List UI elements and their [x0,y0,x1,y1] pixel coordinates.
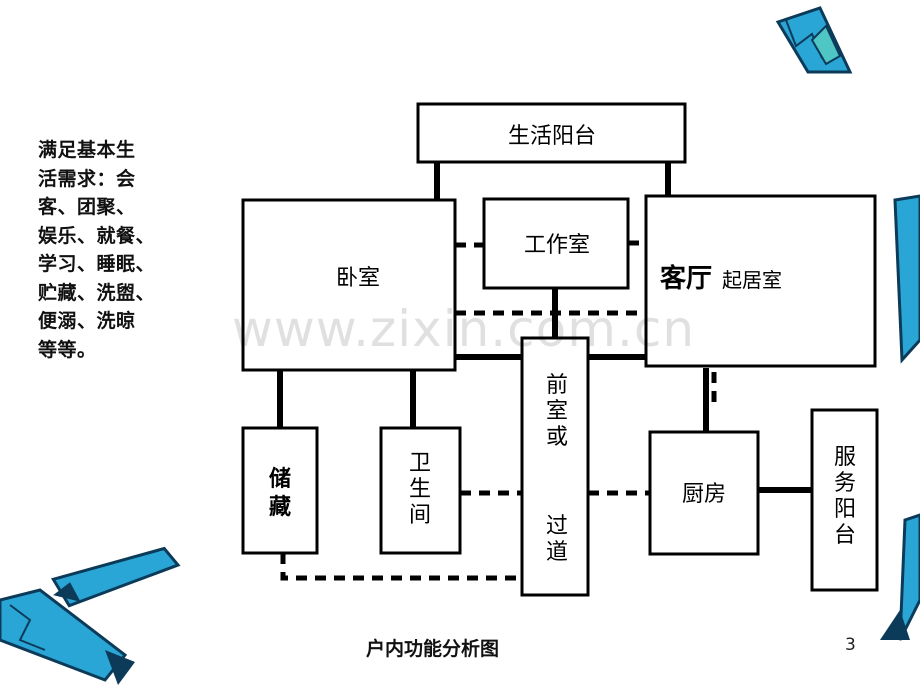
hall-label-char: 道 [546,540,568,565]
bedroom-label: 卧室 [336,266,380,291]
hall-label-char: 过 [546,514,568,539]
hall-label-char: 室 [546,399,568,424]
connections [277,160,812,581]
requirements-line: 等等。 [38,338,97,361]
requirements-line: 贮藏、洗盥、 [38,281,156,304]
requirements-line: 娱乐、就餐、 [38,224,156,247]
storage-label-char: 藏 [269,495,291,520]
living-balcony-label: 生活阳台 [508,124,596,149]
storage-label-char: 储 [269,466,291,492]
service-balcony-label-char: 台 [834,523,856,548]
service-balcony-box [810,408,879,592]
bathroom-label-char: 生 [409,477,431,502]
requirements-line: 客、团聚、 [38,196,136,218]
living-balcony-box [416,102,687,164]
bathroom-label-char: 卫 [409,451,431,476]
pen-top-right-decoration [775,6,853,74]
requirements-line: 便溺、洗晾 [38,310,136,332]
study-box [482,197,630,290]
storage-box [241,426,319,555]
living-room-sub-label: 起居室 [722,268,782,292]
requirements-line: 学习、睡眠、 [38,253,156,275]
pen-right-edge-decoration [880,194,920,641]
watermark: www.zixin.com.cn [232,300,696,358]
page-number: 3 [845,635,856,655]
hall-label-char: 前 [546,373,568,398]
bedroom-box [241,198,457,372]
living-room-main-label: 客厅 [660,263,712,294]
hall-box [520,336,590,597]
requirements-line: 满足基本生 [38,139,136,161]
hall-label-char: 或 [546,425,568,450]
requirements-text: 满足基本生 活需求：会 客、团聚、 娱乐、就餐、 学习、睡眠、 贮藏、洗盥、 便… [38,136,178,364]
service-balcony-label-char: 服 [834,445,856,470]
kitchen-label: 厨房 [682,482,726,507]
living-room-box [644,194,877,368]
bathroom-label-char: 间 [409,503,431,528]
requirements-line: 活需求：会 [38,167,136,190]
bathroom-box [379,426,462,555]
kitchen-box [648,430,760,556]
diagram-caption: 户内功能分析图 [366,638,500,660]
link-storage-hall [280,553,525,581]
service-balcony-label-char: 阳 [834,497,856,522]
study-label: 工作室 [524,233,590,258]
service-balcony-label-char: 务 [834,471,856,496]
pen-bottom-left-decoration [0,546,181,685]
